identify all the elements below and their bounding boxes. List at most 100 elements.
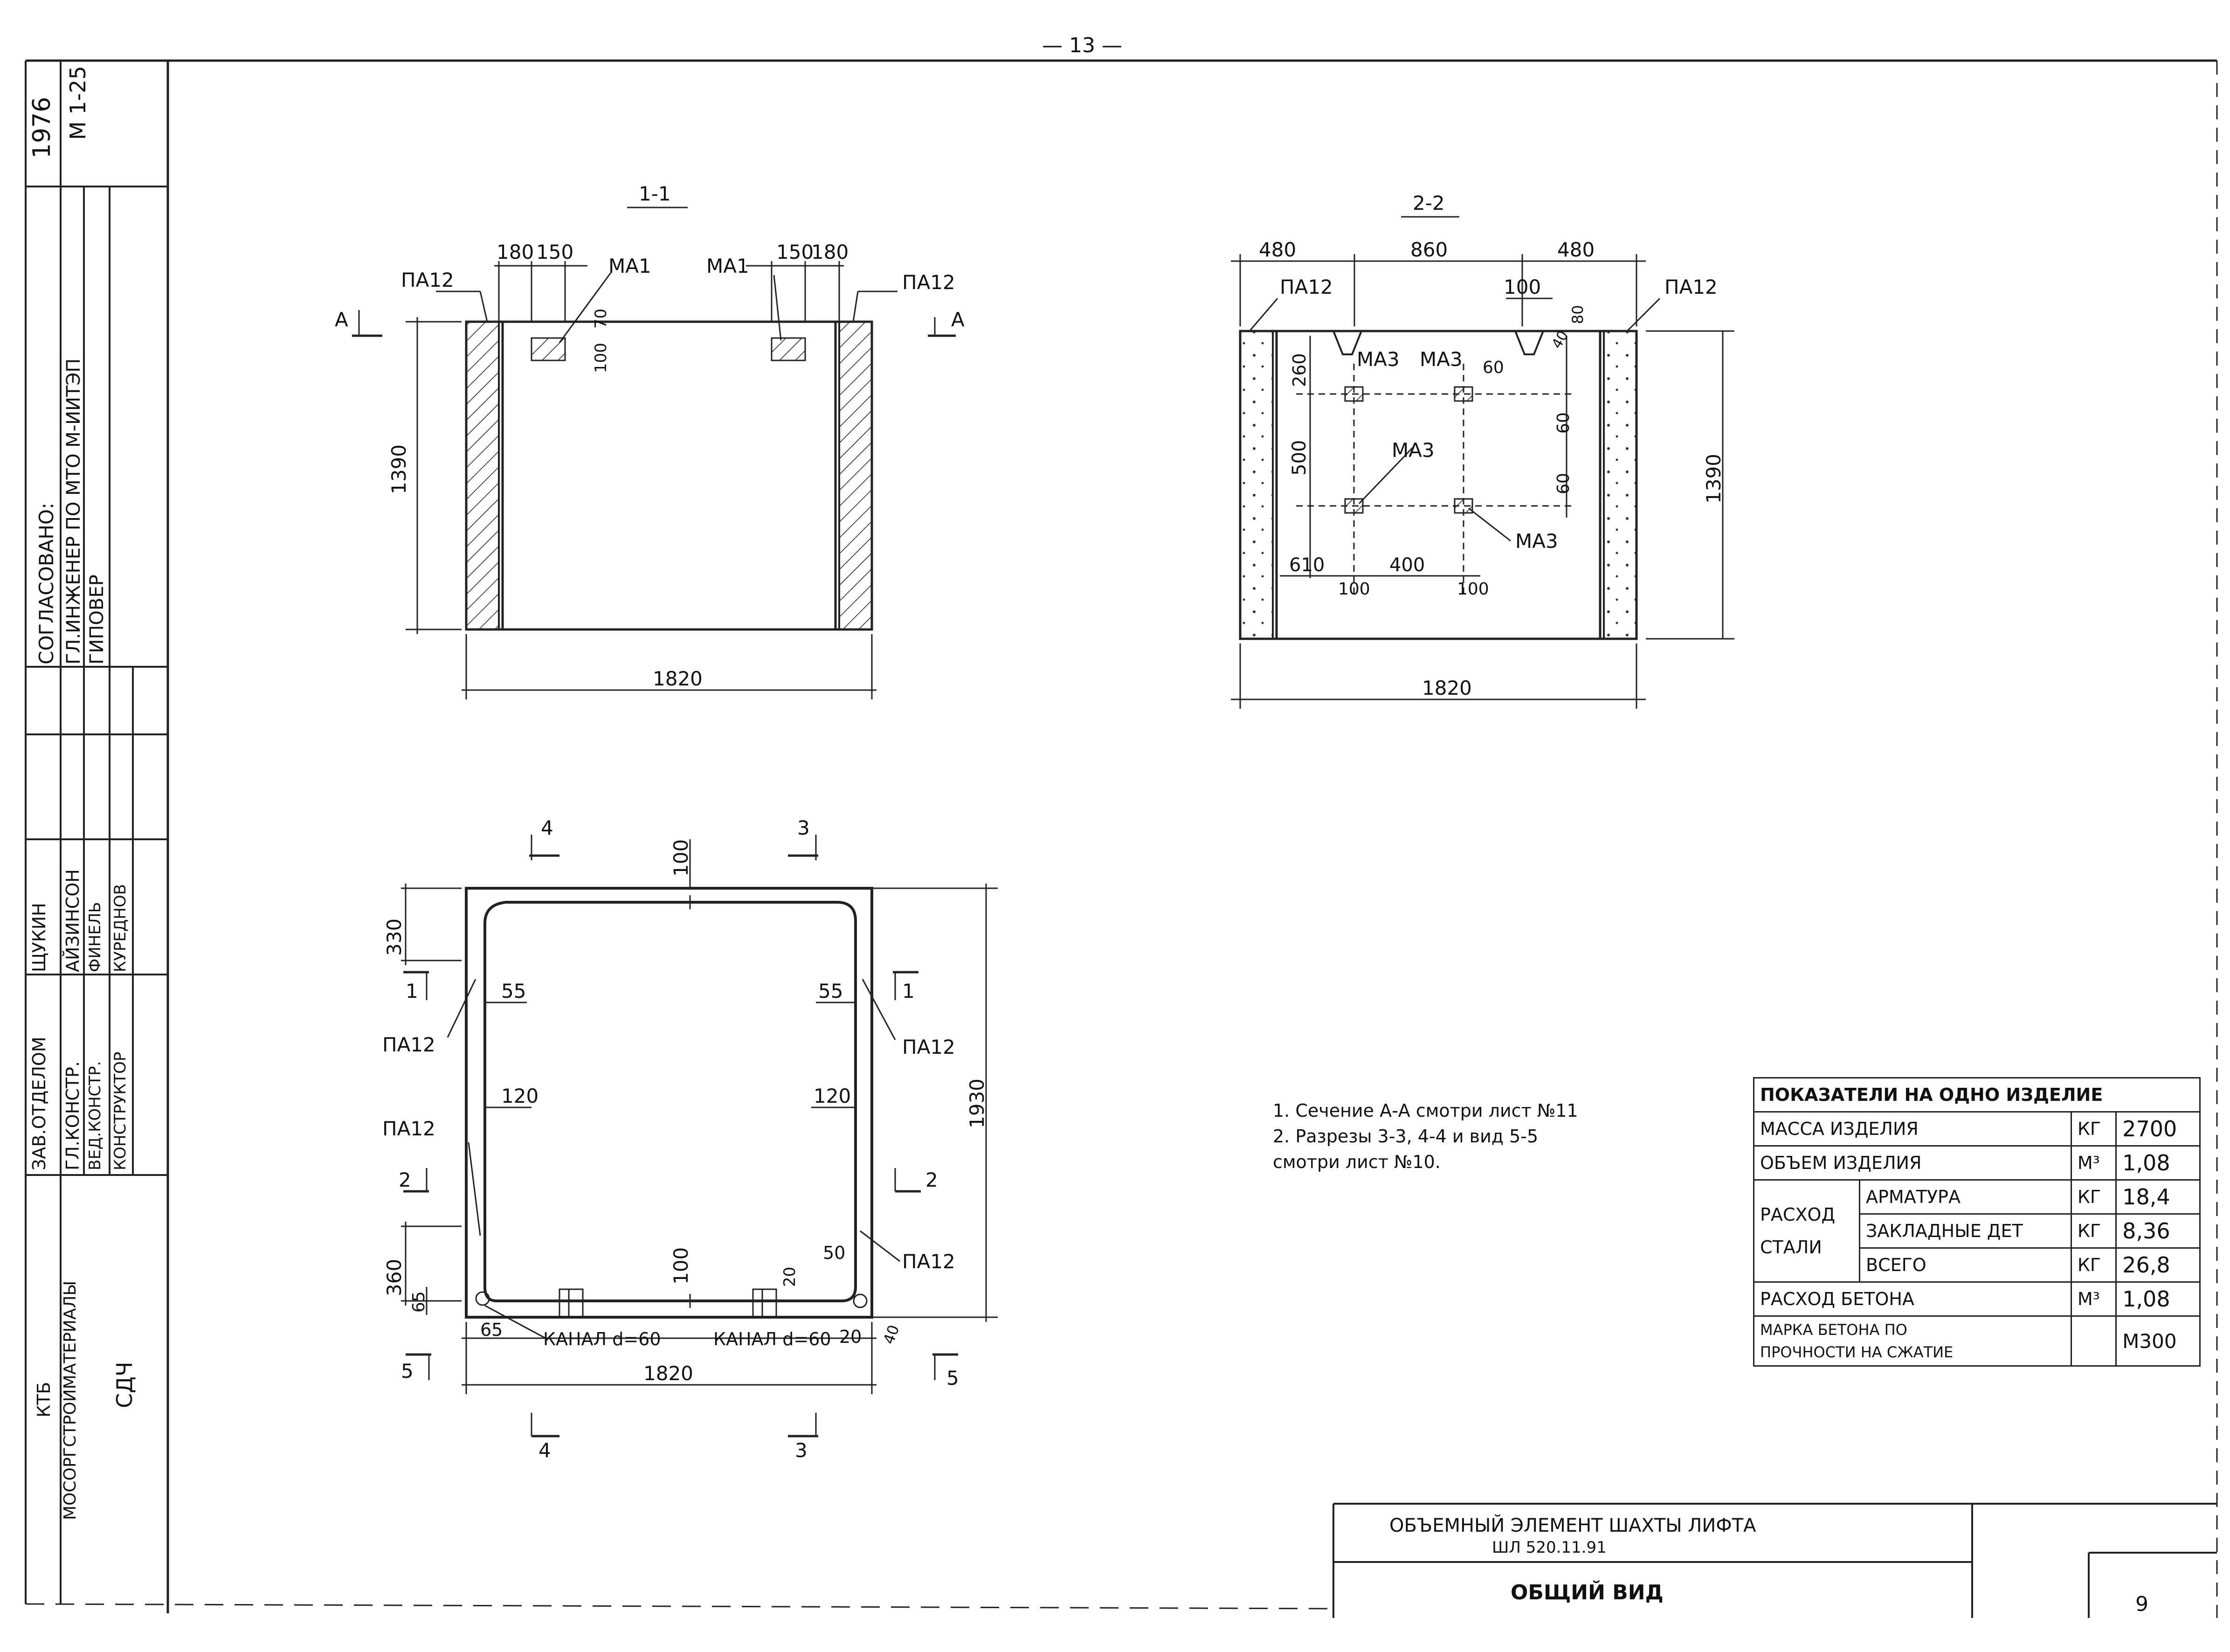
- dim-100: 100: [592, 343, 610, 373]
- dim-100: 100: [670, 839, 692, 877]
- label-ma3: МА3: [1392, 439, 1435, 462]
- section-mark-3: 3: [797, 816, 810, 839]
- label-channel: КАНАЛ d=60: [543, 1329, 661, 1349]
- dim-1390: 1390: [387, 444, 410, 494]
- label-pa12: ПА12: [1664, 276, 1718, 298]
- dim-480: 480: [1557, 238, 1595, 261]
- stamp-name: ФИНЕЛЬ: [86, 902, 104, 972]
- section-mark-5: 5: [946, 1367, 959, 1389]
- section-mark-2: 2: [925, 1168, 938, 1191]
- dim-1390: 1390: [1702, 454, 1725, 504]
- stamp-name: КУРЕДНОВ: [111, 884, 130, 972]
- dim-330: 330: [383, 919, 406, 956]
- note-line: 1. Сечение А-А смотри лист №11: [1273, 1100, 1578, 1121]
- grade-label: ПРОЧНОСТИ НА СЖАТИЕ: [1760, 1343, 1954, 1361]
- rebar-unit: КГ: [2070, 1179, 2117, 1215]
- dim-260: 260: [1289, 353, 1310, 387]
- dim-360: 360: [383, 1259, 406, 1296]
- title-block-name: ОБЪЕМНЫЙ ЭЛЕМЕНТ ШАХТЫ ЛИФТА: [1389, 1514, 1756, 1536]
- dim-180: 180: [811, 241, 849, 263]
- dim-100: 100: [670, 1247, 692, 1285]
- stamp-sheet-code: СДЧ: [112, 1362, 137, 1408]
- wall-right-section: [1603, 330, 1637, 640]
- section-mark-4: 4: [539, 1439, 551, 1462]
- stamp-role: ВЕД.КОНСТР.: [86, 1061, 104, 1170]
- view-2-2: 2-2 480 860 480 ПА12 ПА12 100 80 40 МА3 …: [1231, 192, 1734, 709]
- label-pa12: ПА12: [902, 1250, 955, 1273]
- section-mark-a: А: [335, 308, 348, 331]
- section-mark-4: 4: [541, 816, 553, 839]
- mass-value: 2700: [2115, 1111, 2201, 1147]
- embed-unit: КГ: [2070, 1213, 2117, 1249]
- dim-120: 120: [501, 1085, 539, 1107]
- embed-value: 8,36: [2115, 1213, 2201, 1249]
- dim-180: 180: [497, 241, 534, 263]
- label-pa12: ПА12: [401, 269, 454, 291]
- dim-860: 860: [1410, 238, 1448, 261]
- dim-20: 20: [780, 1267, 799, 1287]
- note-line: смотри лист №10.: [1273, 1152, 1441, 1172]
- dim-50: 50: [823, 1243, 845, 1263]
- label-ma1: МА1: [608, 255, 651, 277]
- wall-left-section: [1239, 330, 1274, 640]
- dim-20: 20: [839, 1327, 862, 1347]
- dim-60: 60: [1554, 473, 1573, 494]
- title-block-drawing-name: ОБЩИЙ ВИД: [1511, 1580, 1664, 1604]
- page-number: — 13 —: [1042, 34, 1122, 57]
- stamp-year: 1976: [28, 97, 56, 159]
- concrete-value: 1,08: [2115, 1281, 2201, 1317]
- rebar-value: 18,4: [2115, 1179, 2201, 1215]
- dim-60: 60: [1483, 358, 1504, 377]
- dim-55: 55: [818, 980, 843, 1002]
- label-pa12: ПА12: [382, 1117, 435, 1140]
- total-unit: КГ: [2070, 1247, 2117, 1283]
- dim-400: 400: [1389, 554, 1425, 576]
- total-label: ВСЕГО: [1859, 1247, 2072, 1283]
- dim-120: 120: [814, 1085, 851, 1107]
- dim-60: 60: [1554, 412, 1573, 434]
- volume-label: ОБЪЕМ ИЗДЕЛИЯ: [1753, 1145, 2072, 1181]
- side-stamp: [26, 61, 168, 1604]
- stamp-name: ЩУКИН: [29, 903, 49, 972]
- view-2-2-title: 2-2: [1413, 192, 1445, 214]
- dim-80: 80: [1569, 305, 1587, 324]
- total-value: 26,8: [2115, 1247, 2201, 1283]
- concrete-grade-value: М300: [2115, 1315, 2201, 1367]
- concrete-label: РАСХОД БЕТОНА: [1753, 1281, 2072, 1317]
- dim-100: 100: [1504, 276, 1541, 298]
- section-mark-1: 1: [902, 980, 915, 1002]
- dim-1820: 1820: [653, 667, 703, 690]
- grade-unit: [2070, 1315, 2117, 1367]
- volume-unit: М³: [2070, 1145, 2117, 1181]
- dim-100: 100: [1457, 580, 1489, 599]
- steel-consumption-label: РАСХОД СТАЛИ: [1753, 1179, 1860, 1283]
- stamp-series: М 1-25: [65, 66, 90, 140]
- dim-1930: 1930: [966, 1078, 988, 1128]
- title-block-code: ШЛ 520.11.91: [1492, 1538, 1607, 1557]
- label-ma3: МА3: [1420, 348, 1463, 371]
- section-mark-a: А: [951, 308, 965, 331]
- section-mark-2: 2: [399, 1168, 411, 1191]
- stamp-name: АЙЗИНСОН: [62, 869, 83, 972]
- dim-150: 150: [536, 241, 573, 263]
- dim-1820: 1820: [1422, 677, 1472, 699]
- note-line: 2. Разрезы 3-3, 4-4 и вид 5-5: [1273, 1126, 1538, 1147]
- dim-500: 500: [1289, 440, 1310, 476]
- steel-label: РАСХОД: [1760, 1204, 1836, 1225]
- concrete-grade-label: МАРКА БЕТОНА ПО ПРОЧНОСТИ НА СЖАТИЕ: [1753, 1315, 2072, 1367]
- stamp-org: МОСОРГСТРОЙМАТЕРИАЛЫ: [61, 1280, 80, 1520]
- section-mark-1: 1: [406, 980, 418, 1002]
- dim-70: 70: [592, 309, 610, 329]
- indicators-table: ПОКАЗАТЕЛИ НА ОДНО ИЗДЕЛИЕ МАССА ИЗДЕЛИЯ…: [1753, 1077, 2201, 1367]
- embedded-plate-ma1: [531, 337, 566, 361]
- plan-view: 4 3 100 330 1 1 55 55 ПА12 ПА12 1930 120…: [382, 816, 998, 1462]
- stamp-agreed-role: ГЛ.ИНЖЕНЕР ПО МТО М-ИИТЭП: [63, 358, 84, 664]
- stamp-org: КТБ: [34, 1382, 54, 1417]
- indicators-header: ПОКАЗАТЕЛИ НА ОДНО ИЗДЕЛИЕ: [1753, 1077, 2201, 1113]
- label-pa12: ПА12: [1280, 276, 1333, 298]
- dim-1820: 1820: [643, 1362, 693, 1385]
- concrete-unit: М³: [2070, 1281, 2117, 1317]
- label-ma3: МА3: [1357, 348, 1400, 371]
- dim-65: 65: [409, 1291, 428, 1313]
